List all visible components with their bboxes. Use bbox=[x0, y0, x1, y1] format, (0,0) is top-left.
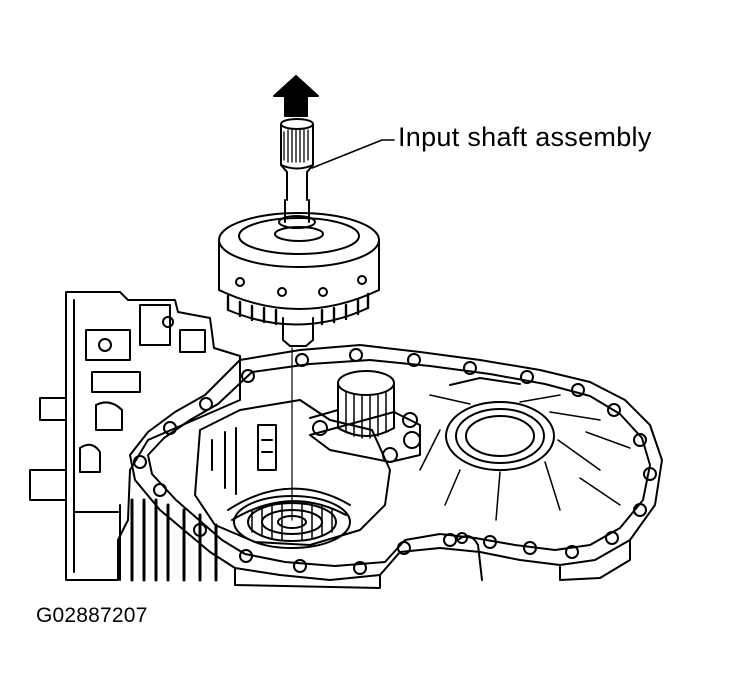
differential-bore bbox=[419, 377, 631, 581]
oil-pump-cylinder bbox=[309, 370, 421, 463]
callout-leader-line bbox=[311, 139, 395, 169]
transaxle-case bbox=[129, 344, 663, 589]
input-shaft-assembly bbox=[218, 118, 380, 347]
arrow-up-icon bbox=[273, 75, 319, 117]
figure-id-label: G02887207 bbox=[36, 604, 148, 627]
valve-body-section bbox=[29, 291, 241, 582]
input-shaft-callout-label: Input shaft assembly bbox=[398, 122, 652, 152]
